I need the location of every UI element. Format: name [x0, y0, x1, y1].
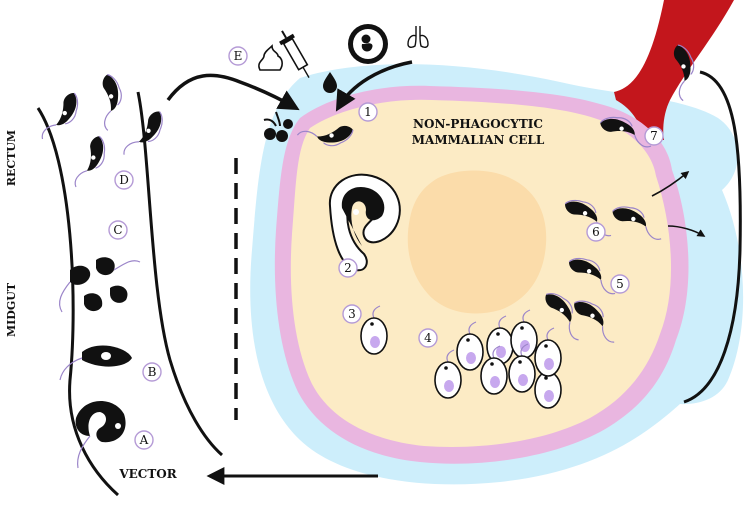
parasite-stage-2	[328, 173, 401, 272]
arrow-bloodstream-loop	[683, 70, 742, 404]
badge-5: 5	[610, 274, 630, 294]
badge-7: 7	[644, 126, 664, 146]
badge-1: 1	[358, 102, 378, 122]
parasite-stage-b	[59, 345, 132, 381]
svg-text:B: B	[148, 365, 157, 379]
svg-text:6: 6	[592, 225, 600, 239]
label-midgut: MIDGUT	[5, 282, 18, 337]
badge-4: 4	[418, 328, 438, 348]
svg-text:5: 5	[616, 277, 624, 291]
badge-C: C	[108, 220, 128, 240]
badge-2: 2	[338, 258, 358, 278]
badge-A: A	[134, 430, 154, 450]
label-vector: VECTOR	[118, 467, 177, 481]
lungs-icon	[407, 26, 429, 49]
badge-6: 6	[586, 222, 606, 242]
svg-text:D: D	[119, 173, 129, 187]
arrow-release-1	[651, 170, 690, 197]
berries-icon	[263, 111, 293, 142]
host-nucleus	[407, 170, 547, 314]
arrow-release-2	[667, 225, 706, 237]
cell-label-line1: NON-PHAGOCYTIC	[413, 117, 543, 131]
gut-wall-right	[136, 91, 223, 457]
svg-text:4: 4	[424, 331, 432, 345]
svg-text:A: A	[139, 433, 149, 447]
fetus-icon	[348, 24, 388, 64]
parasite-stage-a	[75, 400, 126, 469]
syringe-icon	[279, 30, 310, 78]
badge-3: 3	[342, 304, 362, 324]
svg-text:7: 7	[650, 129, 658, 143]
svg-text:C: C	[113, 223, 122, 237]
svg-text:3: 3	[348, 307, 356, 321]
arrow-to-transmission	[166, 73, 300, 111]
arrow-into-cell	[335, 60, 413, 112]
drop-icon	[323, 72, 337, 93]
blood-vessel	[614, 0, 734, 140]
cell-label-line2: MAMMALIAN CELL	[412, 133, 545, 147]
stool-icon	[258, 44, 283, 71]
parasite-stage-c	[58, 257, 141, 313]
label-rectum: RECTUM	[5, 130, 18, 186]
svg-text:E: E	[234, 49, 243, 63]
svg-text:2: 2	[344, 261, 352, 275]
badge-D: D	[114, 170, 134, 190]
svg-text:1: 1	[364, 105, 372, 119]
gut-wall-left	[36, 107, 119, 497]
badge-B: B	[142, 362, 162, 382]
badge-E: E	[228, 46, 248, 66]
